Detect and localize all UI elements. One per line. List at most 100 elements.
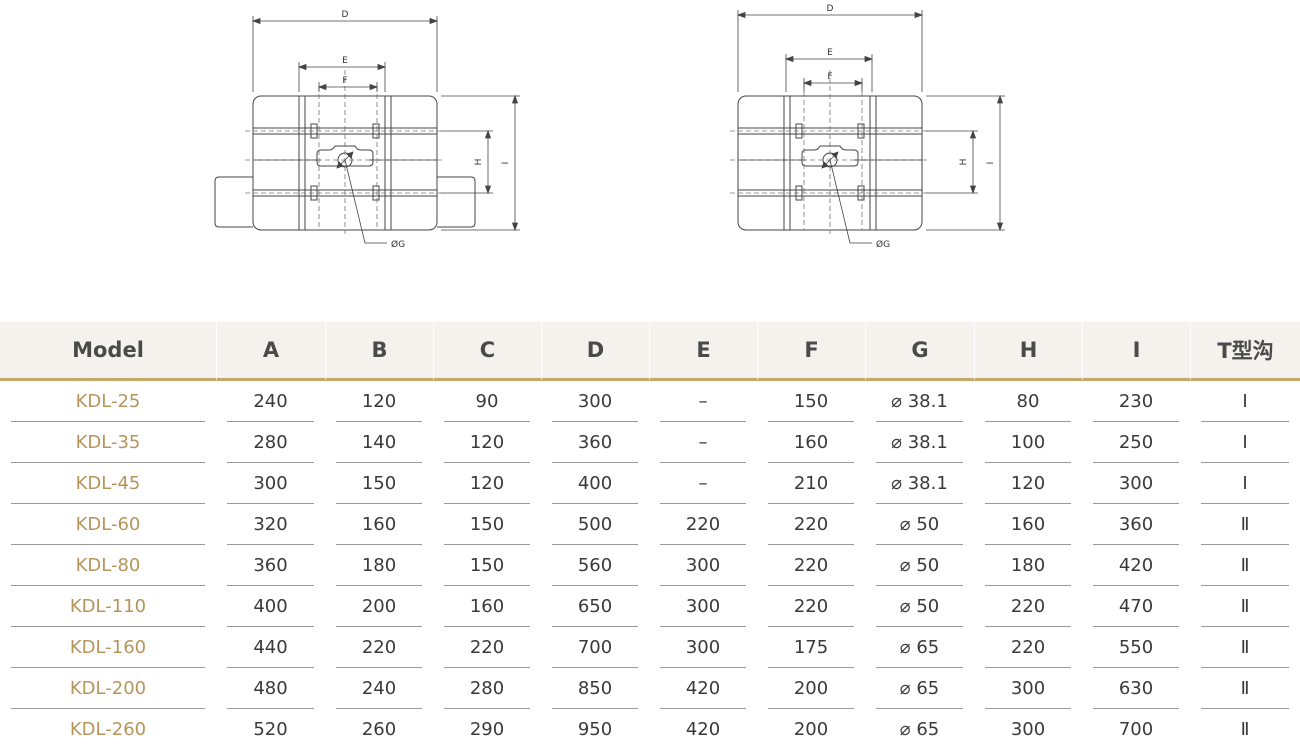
table-cell: Ⅰ [1190,422,1300,463]
label-h: H [959,159,969,166]
drawing-left-svg: D E F H I ØG [214,10,520,250]
table-cell: 150 [433,545,541,586]
column-header-7: G [865,322,974,381]
table-cell: 300 [1082,463,1190,504]
table-cell: ⌀ 38.1 [865,381,974,422]
table-cell: 220 [433,627,541,668]
column-header-10: T型沟 [1190,322,1300,381]
label-d: D [827,4,834,14]
table-cell: ⌀ 65 [899,719,940,740]
column-header-6: F [757,322,865,381]
table-cell: 220 [974,586,1082,627]
label-h: H [474,159,484,166]
table-cell: 520 [253,719,288,740]
table-cell: 175 [757,627,865,668]
table-cell: Ⅱ [1190,627,1300,668]
table-cell: Ⅱ [1190,545,1300,586]
table-cell: 650 [541,586,649,627]
table-cell: 240 [216,381,325,422]
table-cell: 220 [757,504,865,545]
table-cell: Ⅱ [1240,719,1250,740]
table-cell: ⌀ 65 [865,627,974,668]
table-cell: 420 [685,719,721,740]
column-header-5: E [649,322,757,381]
table-cell: 180 [325,545,433,586]
model-cell: KDL-260 [69,719,147,740]
model-cell: KDL-200 [0,668,216,709]
table-cell: – [649,381,757,422]
drawing-left: D E F H I ØG [205,0,545,260]
table-cell: 400 [216,586,325,627]
table-cell: – [649,463,757,504]
table-cell: – [649,422,757,463]
table-cell: 700 [1118,719,1154,740]
table-cell: 200 [757,668,865,709]
table-cell: ⌀ 65 [865,668,974,709]
model-cell: KDL-60 [0,504,216,545]
model-cell: KDL-110 [0,586,216,627]
table-cell: 300 [541,381,649,422]
table-cell: 420 [649,668,757,709]
column-header-2: B [325,322,433,381]
table-cell: 150 [757,381,865,422]
table-cell: 550 [1082,627,1190,668]
column-header-9: I [1082,322,1190,381]
table-cell: 300 [216,463,325,504]
table-cell: 700 [541,627,649,668]
model-cell: KDL-80 [0,545,216,586]
table-cell: 300 [649,545,757,586]
table-cell: Ⅱ [1190,504,1300,545]
table-cell: ⌀ 50 [865,545,974,586]
table-cell: 220 [757,586,865,627]
label-d: D [342,10,349,20]
table-cell: 220 [649,504,757,545]
table-cell: 300 [974,668,1082,709]
table-cell: 300 [649,627,757,668]
table-cell: Ⅰ [1190,463,1300,504]
drawing-right: D E F H I ØG [690,0,1030,260]
table-cell: 150 [433,504,541,545]
label-g: ØG [391,239,405,250]
table-cell: 470 [1082,586,1190,627]
table-cell: 220 [757,545,865,586]
table-cell: 120 [433,422,541,463]
table-cell: 420 [1082,545,1190,586]
table-cell: 120 [433,463,541,504]
table-cell: 100 [974,422,1082,463]
table-cell: ⌀ 38.1 [865,463,974,504]
table-cell: ⌀ 38.1 [865,422,974,463]
column-header-4: D [541,322,649,381]
label-g: ØG [876,239,890,250]
table-cell: 200 [325,586,433,627]
label-e: E [827,48,833,58]
table-cell: 160 [757,422,865,463]
model-cell: KDL-25 [0,381,216,422]
model-cell: KDL-45 [0,463,216,504]
table-cell: 210 [757,463,865,504]
table-cell: 120 [325,381,433,422]
table-cell: 850 [541,668,649,709]
table-cell: 160 [974,504,1082,545]
table-cell: 630 [1082,668,1190,709]
table-cell: 220 [325,627,433,668]
model-cell: KDL-160 [0,627,216,668]
table-cell: 360 [216,545,325,586]
table-cell: 290 [469,719,505,740]
table-cell: 300 [1010,719,1046,740]
table-cell: 400 [541,463,649,504]
table-cell: 140 [325,422,433,463]
table-cell: ⌀ 50 [865,586,974,627]
table-cell: 500 [541,504,649,545]
table-cell: 160 [433,586,541,627]
table-cell: 150 [325,463,433,504]
column-header-0: Model [0,322,216,381]
